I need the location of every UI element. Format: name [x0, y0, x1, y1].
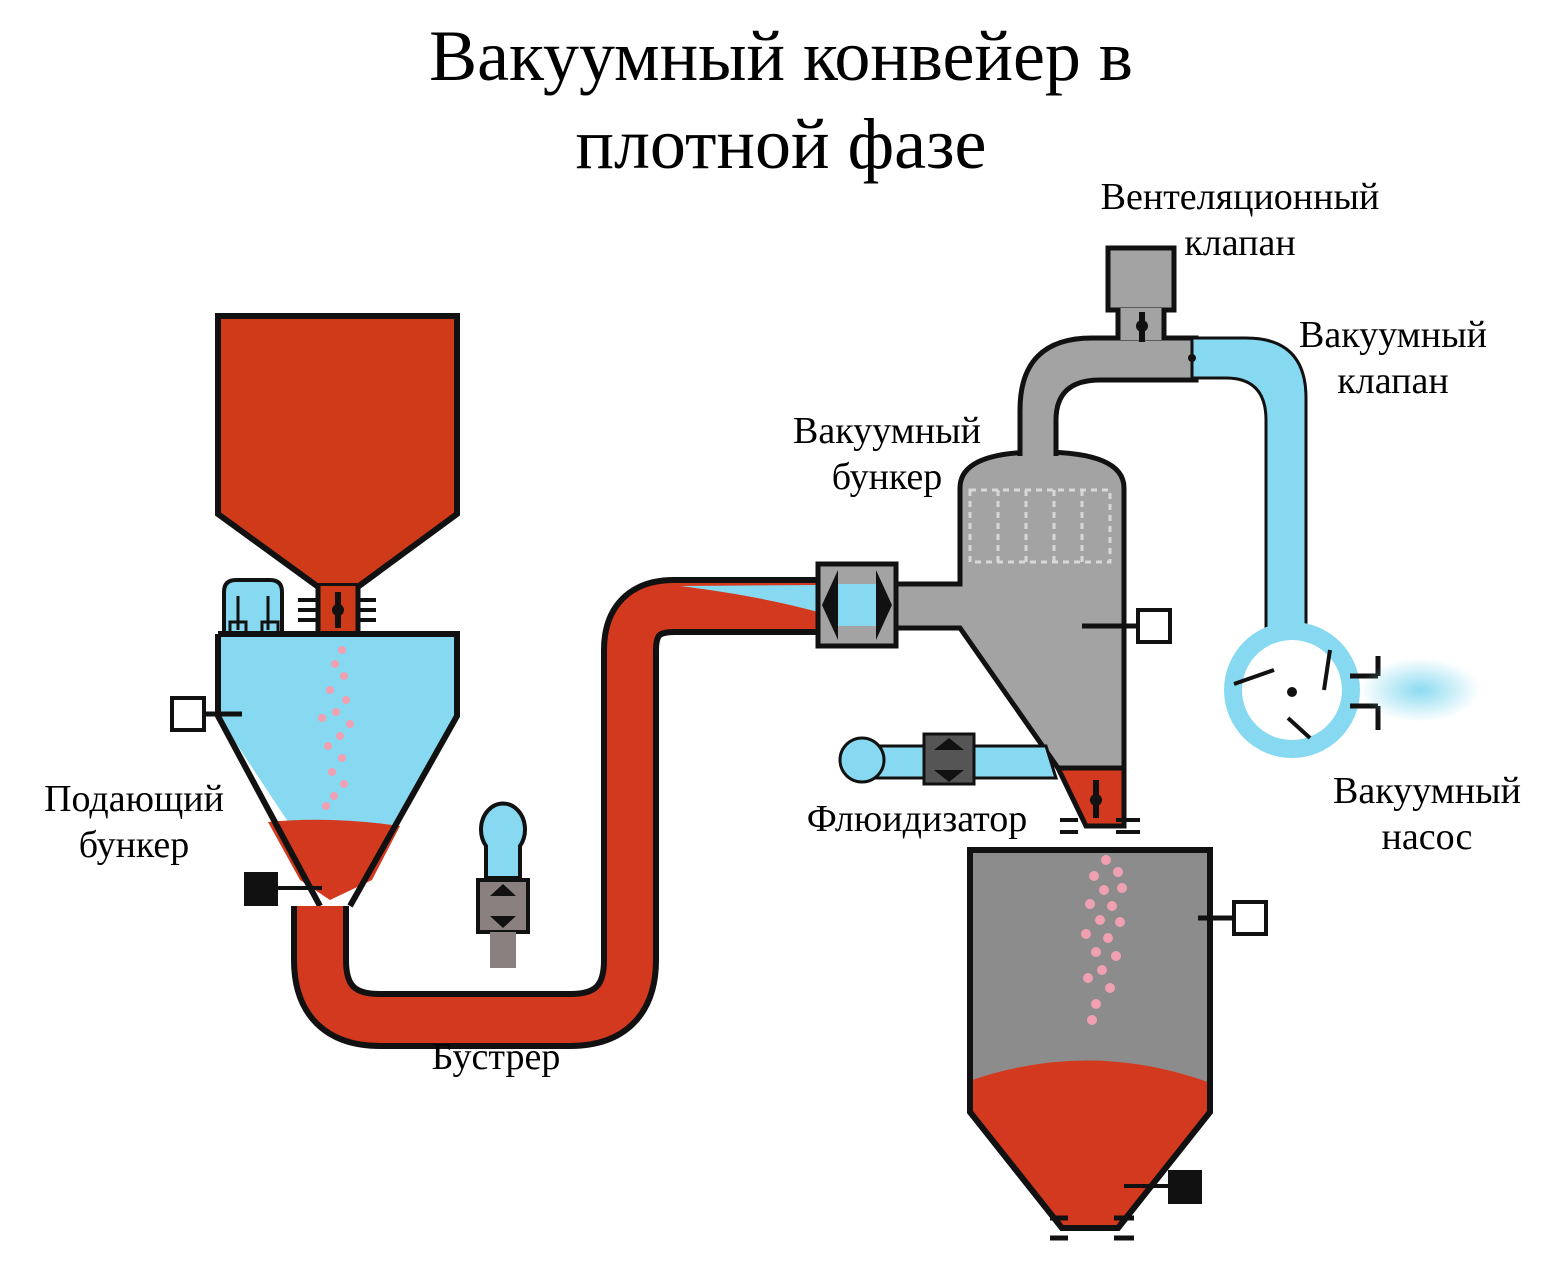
label-booster: Бустрер	[431, 1036, 561, 1078]
feed-hopper-vibrator-icon	[244, 872, 322, 906]
pump-exhaust	[1360, 658, 1480, 722]
label-fluidizer: Флюидизатор	[806, 798, 1028, 840]
feed-hopper	[215, 631, 460, 908]
label-feed-hopper: Подающий бункер	[44, 778, 224, 866]
hopper-outlet-valve-icon[interactable]	[1060, 780, 1140, 834]
receiver-level-sensor-icon	[1198, 900, 1268, 936]
diagram-title-line2: плотной фазе	[575, 104, 987, 184]
receiver-particles	[1081, 855, 1127, 1025]
top-supply-silo	[215, 313, 460, 636]
feed-hopper-level-sensor-icon	[170, 696, 242, 732]
receiver-bottom-valve-icon[interactable]	[1050, 1215, 1134, 1241]
fluidizer[interactable]	[838, 732, 1059, 786]
pump-rotor-icon	[1233, 649, 1332, 740]
label-vacuum-valve: Вакуумный клапан	[1299, 314, 1487, 402]
hopper-filter-grid	[968, 488, 1112, 564]
top-duct	[1017, 335, 1199, 456]
silo-butterfly-valve-icon[interactable]	[298, 592, 376, 628]
feed-hopper-filter-icon	[222, 578, 284, 636]
inlet-valve-icon[interactable]	[815, 561, 899, 649]
diagram-title-line1: Вакуумный конвейер в	[429, 16, 1133, 96]
vent-valve[interactable]	[1105, 245, 1177, 342]
label-vacuum-hopper: Вакуумный бункер	[793, 410, 981, 498]
vacuum-hopper-sensor-icon	[1082, 608, 1172, 644]
conveying-pipe	[291, 577, 818, 1049]
feed-hopper-particles	[318, 646, 354, 810]
label-vent-valve: Вентеляционный клапан	[1100, 176, 1380, 264]
booster[interactable]	[476, 801, 530, 968]
label-vacuum-pump: Вакуумный насос	[1333, 770, 1521, 858]
vacuum-pump	[1224, 622, 1480, 758]
receiver-vibrator-icon	[1124, 1170, 1202, 1204]
